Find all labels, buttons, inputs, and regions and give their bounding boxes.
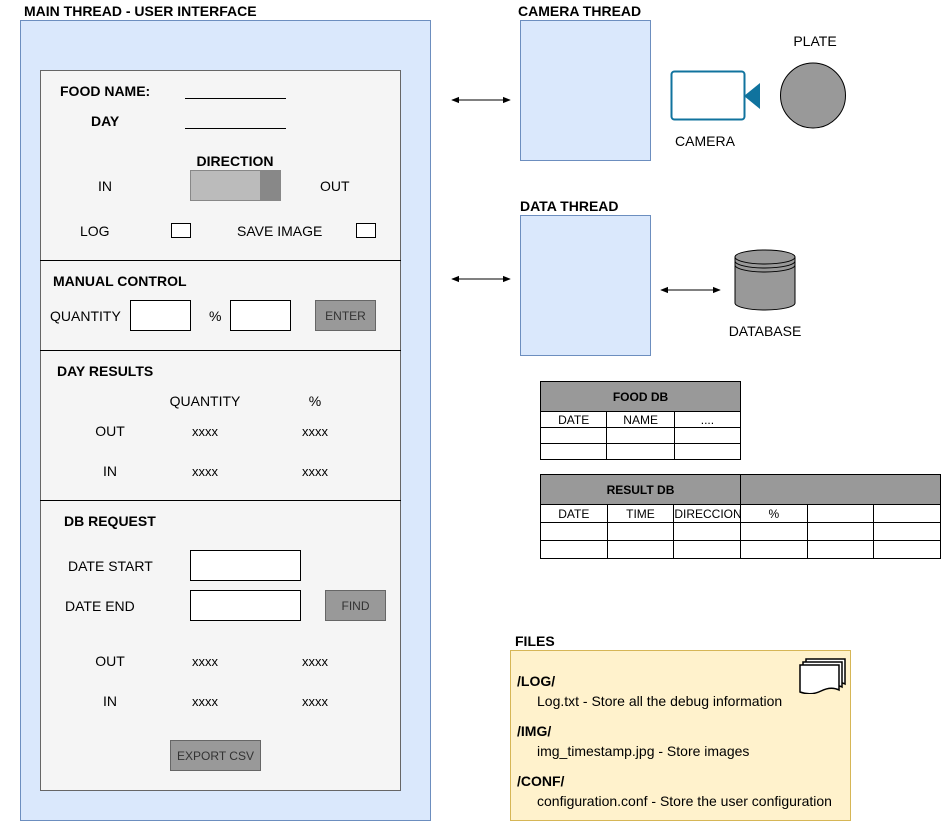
food-db-col-more: ....: [673, 411, 742, 428]
db-request-in-quantity: xxxx: [192, 694, 218, 709]
db-request-title: DB REQUEST: [64, 513, 156, 529]
result-db-table: RESULT DB DATE TIME DIRECCION %: [540, 474, 942, 559]
find-button[interactable]: FIND: [325, 590, 386, 621]
camera-thread-container: [520, 20, 651, 161]
day-results-out-label: OUT: [95, 423, 125, 439]
files-title: FILES: [515, 633, 555, 649]
camera-label: CAMERA: [675, 133, 735, 149]
plate-icon: [780, 62, 846, 129]
day-field[interactable]: [185, 128, 286, 129]
day-results-out-percent: xxxx: [302, 424, 328, 439]
day-label: DAY: [91, 113, 120, 129]
direction-toggle-knob[interactable]: [260, 171, 280, 200]
table-row: [540, 522, 941, 541]
db-request-in-percent: xxxx: [302, 694, 328, 709]
day-results-in-percent: xxxx: [302, 464, 328, 479]
data-thread-title: DATA THREAD: [520, 198, 619, 214]
day-results-in-label: IN: [103, 463, 117, 479]
direction-label: DIRECTION: [196, 153, 274, 169]
files-conf-folder: /CONF/: [517, 773, 565, 789]
food-name-field[interactable]: [185, 98, 286, 99]
date-start-input[interactable]: [190, 550, 301, 581]
date-end-input[interactable]: [190, 590, 301, 621]
files-conf-description: configuration.conf - Store the user conf…: [537, 793, 832, 809]
result-db-title-extension: [739, 474, 942, 505]
db-request-out-label: OUT: [95, 653, 125, 669]
manual-control-title: MANUAL CONTROL: [53, 273, 187, 289]
date-start-label: DATE START: [68, 558, 153, 574]
section-divider: [40, 500, 401, 501]
data-thread-container: [520, 215, 651, 356]
database-label: DATABASE: [728, 323, 802, 339]
day-results-in-quantity: xxxx: [192, 464, 218, 479]
files-log-description: Log.txt - Store all the debug informatio…: [537, 693, 783, 709]
main-thread-title: MAIN THREAD - USER INTERFACE: [24, 3, 257, 19]
table-row: [540, 540, 941, 559]
food-db-col-date: DATE: [539, 411, 608, 428]
day-results-out-quantity: xxxx: [192, 424, 218, 439]
camera-icon: [670, 70, 760, 121]
day-results-title: DAY RESULTS: [57, 363, 154, 379]
enter-button[interactable]: ENTER: [315, 300, 376, 331]
table-row: [539, 443, 742, 460]
result-db-col-date: DATE: [540, 504, 608, 523]
documents-icon: [799, 658, 846, 694]
manual-percent-label: %: [209, 308, 222, 324]
camera-thread-title: CAMERA THREAD: [518, 3, 642, 19]
table-row: [539, 427, 742, 444]
db-request-in-label: IN: [103, 693, 117, 709]
result-db-col-time: TIME: [606, 504, 675, 523]
result-db-col-direccion: DIRECCION: [673, 504, 741, 523]
result-db-col-6: [873, 504, 941, 523]
db-request-out-quantity: xxxx: [192, 654, 218, 669]
date-end-label: DATE END: [65, 598, 135, 614]
files-img-description: img_timestamp.jpg - Store images: [537, 743, 750, 759]
db-request-out-percent: xxxx: [302, 654, 328, 669]
food-db-title: FOOD DB: [540, 381, 741, 412]
section-divider: [40, 350, 401, 351]
day-results-percent-header: %: [308, 393, 322, 409]
food-db-col-name: NAME: [606, 411, 675, 428]
section-divider: [40, 260, 401, 261]
plate-label: PLATE: [793, 33, 837, 49]
files-container: [510, 650, 851, 821]
log-label: LOG: [80, 223, 110, 239]
manual-quantity-input[interactable]: [130, 300, 191, 331]
result-db-col-percent: %: [739, 504, 808, 523]
manual-percent-input[interactable]: [230, 300, 291, 331]
database-icon: [734, 249, 796, 311]
save-image-checkbox[interactable]: [356, 223, 376, 238]
result-db-col-5: [806, 504, 875, 523]
files-log-folder: /LOG/: [517, 673, 556, 689]
manual-quantity-label: QUANTITY: [50, 308, 121, 324]
files-img-folder: /IMG/: [517, 723, 552, 739]
food-db-table: FOOD DB DATE NAME ....: [539, 381, 742, 460]
direction-out-label: OUT: [320, 178, 350, 194]
direction-toggle[interactable]: [190, 170, 281, 201]
result-db-title: RESULT DB: [540, 474, 741, 505]
save-image-label: SAVE IMAGE: [237, 223, 323, 239]
log-checkbox[interactable]: [171, 223, 191, 238]
direction-in-label: IN: [98, 178, 112, 194]
export-csv-button[interactable]: EXPORT CSV: [170, 740, 261, 771]
food-name-label: FOOD NAME:: [60, 83, 151, 99]
day-results-quantity-header: QUANTITY: [169, 393, 241, 409]
